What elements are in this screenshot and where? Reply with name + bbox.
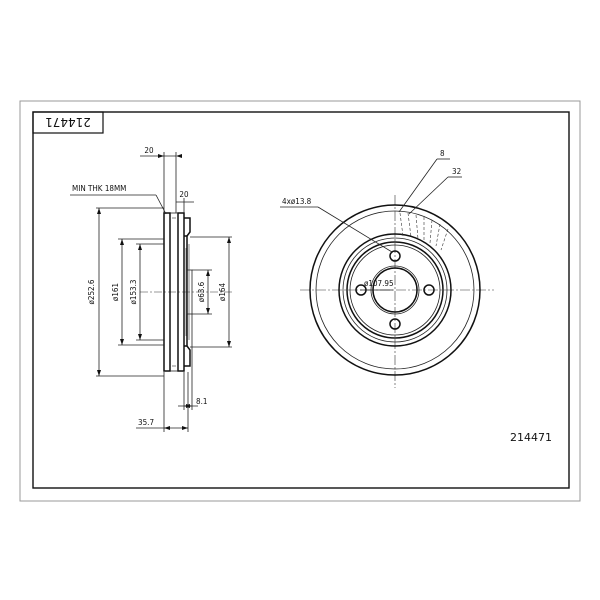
pcd-label: ø107.95 [364,279,394,288]
dim-d252-6: ø252.6 [87,279,96,304]
dim-8: 8 [440,149,445,158]
outer-frame [19,100,581,502]
dim-32: 32 [452,167,461,176]
dim-d161: ø161 [111,283,120,301]
dim-8-1: 8.1 [196,397,207,406]
title-block-number: 214471 [45,115,91,129]
min-thk-label: MIN THK 18MM [72,184,126,193]
dim-35-7: 35.7 [138,418,154,427]
bolt-hole-top [389,250,401,262]
inner-frame [32,111,570,489]
dim-d164: ø164 [218,283,227,302]
part-number: 214471 [510,431,552,444]
bolt-hole-bottom [389,318,401,330]
bolt-holes-label: 4xø13.8 [282,197,312,206]
side-section-view: ø252.6 ø161 ø153.3 ø63.6 ø164 [70,146,232,432]
dim-right-20: 20 [179,190,189,199]
title-block: 214471 [32,111,104,134]
dim-d63-6: ø63.6 [197,281,206,302]
front-view: 4xø13.8 ø107.95 8 32 [280,149,494,388]
bolt-hole-right [423,284,435,296]
dim-top-20: 20 [144,146,154,155]
dim-d153-3: ø153.3 [129,280,138,305]
